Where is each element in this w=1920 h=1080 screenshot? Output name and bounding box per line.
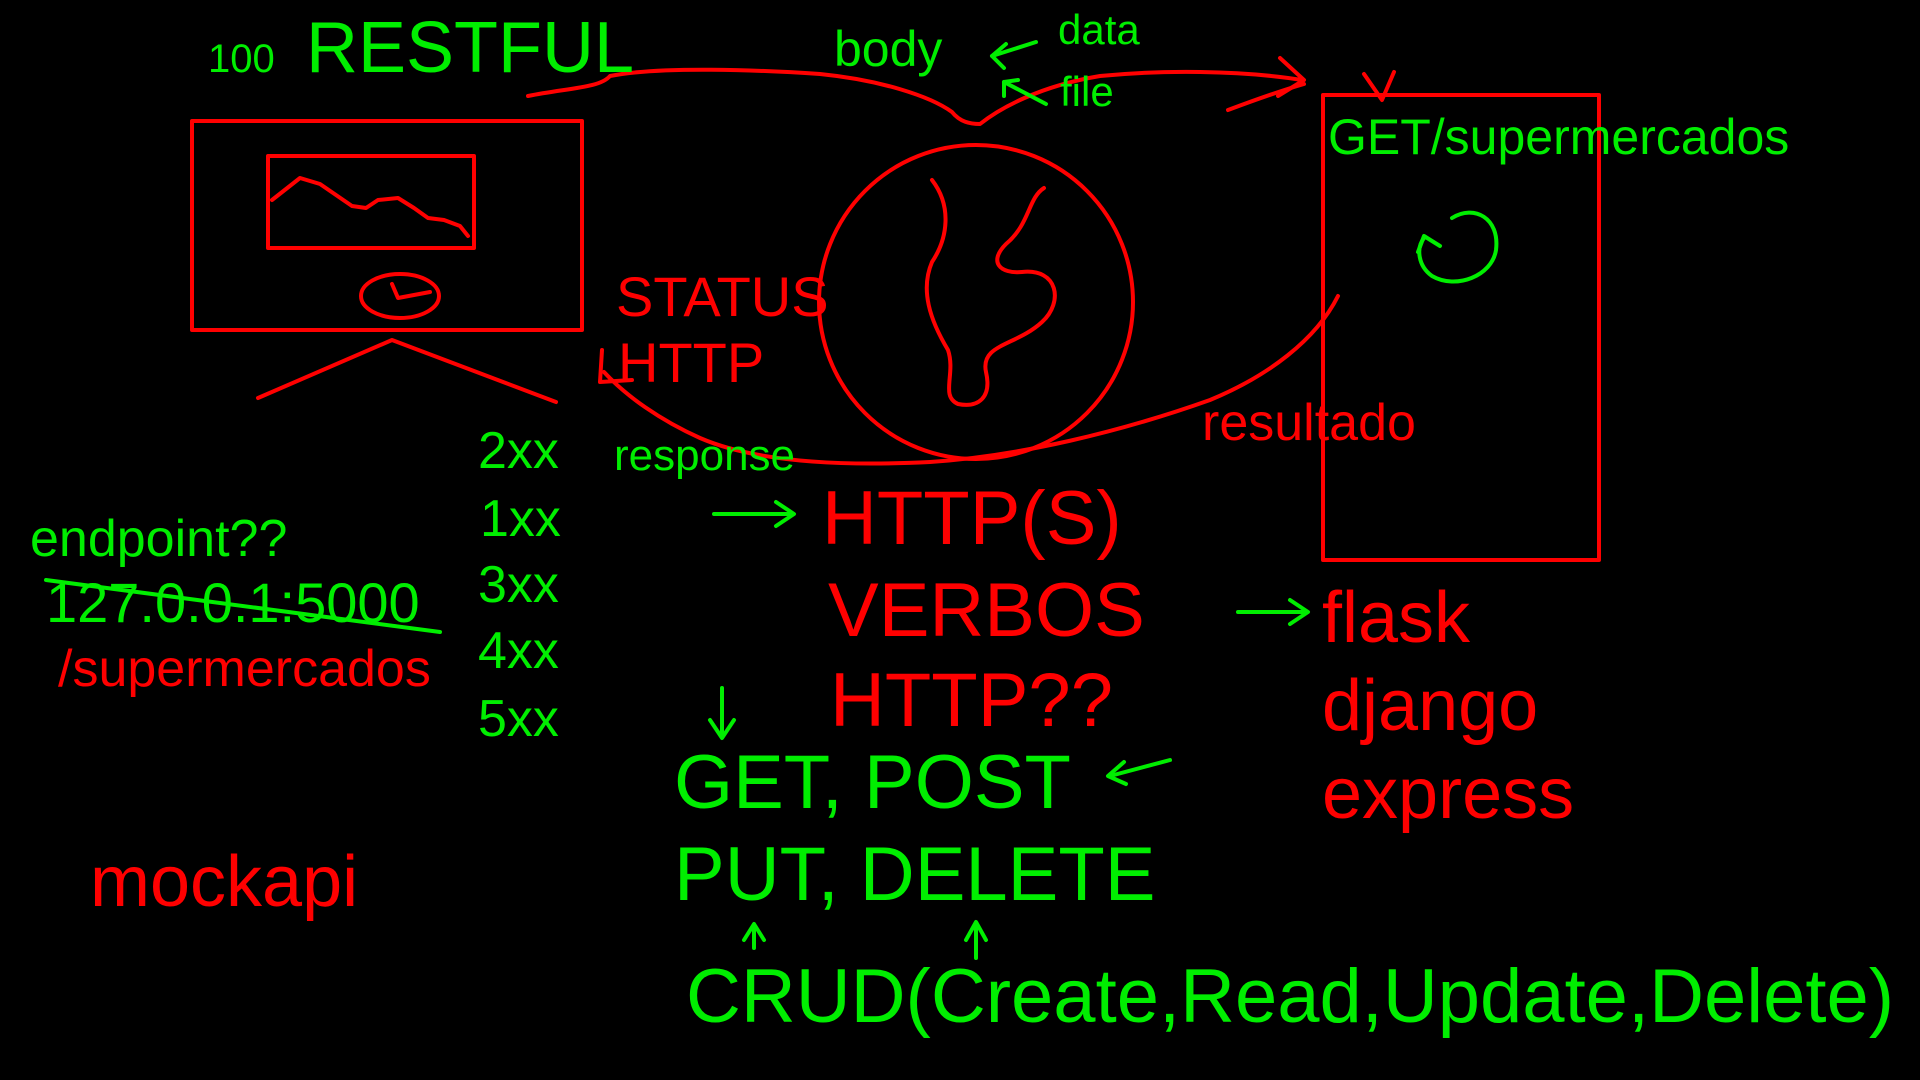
status-label: STATUS: [616, 265, 829, 328]
status-code-item: 5xx: [478, 690, 559, 748]
request-arc-tail: [1226, 82, 1306, 112]
data-arrow: [990, 40, 1038, 58]
post-arrowhead: [1106, 760, 1128, 786]
restful-title: RESTFUL: [306, 8, 634, 88]
status-code-item: 4xx: [478, 622, 559, 680]
get-post-label: GET, POST: [674, 740, 1071, 825]
mockapi-label: mockapi: [90, 842, 358, 922]
file-label: file: [1060, 68, 1114, 115]
status-code-item: 1xx: [480, 490, 561, 548]
globe-icon: [817, 143, 1135, 461]
file-arrow: [1002, 80, 1048, 106]
restful-number: 100: [208, 37, 275, 81]
put-delete-label: PUT, DELETE: [674, 832, 1155, 917]
response-arc: [602, 294, 1340, 466]
data-arrowhead: [990, 42, 1008, 70]
frameworks-arrowhead: [1288, 598, 1310, 626]
crud-up-arrowhead-left: [742, 922, 766, 942]
response-label: response: [614, 431, 795, 480]
framework-item: express: [1322, 754, 1574, 834]
https-arrowhead: [774, 500, 796, 528]
endpoint-label: endpoint??: [30, 510, 287, 568]
framework-item: django: [1322, 666, 1538, 746]
supermercados-path-label: /supermercados: [58, 640, 431, 698]
status-code-item: 3xx: [478, 556, 559, 614]
http-question-label: HTTP??: [830, 658, 1113, 743]
file-arrowhead: [1002, 78, 1020, 98]
framework-item: flask: [1322, 578, 1471, 658]
data-label: data: [1058, 6, 1140, 53]
body-label: body: [834, 21, 942, 77]
framework-list: flask django express: [1322, 578, 1574, 834]
get-supermercados-label: GET/supermercados: [1328, 109, 1789, 165]
resultado-label: resultado: [1202, 394, 1416, 452]
request-arc: [526, 67, 1304, 126]
https-label: HTTP(S): [822, 476, 1122, 561]
verbos-label: VERBOS: [828, 568, 1145, 653]
status-code-item: 2xx: [478, 422, 559, 480]
localhost-label: 127.0.0.1:5000: [46, 571, 420, 634]
response-arrowhead: [598, 348, 634, 384]
server-arrowhead: [1362, 70, 1396, 102]
verbs-down-arrowhead: [708, 718, 736, 740]
request-arrowhead: [1276, 56, 1306, 98]
status-code-list: 2xx 1xx 3xx 4xx 5xx: [478, 422, 561, 748]
http-status-label: HTTP: [618, 331, 764, 394]
refresh-icon: [1416, 210, 1499, 284]
computer-monitor-icon: [190, 119, 584, 404]
crud-up-arrowhead-right: [964, 920, 988, 942]
crud-label: CRUD(Create,Read,Update,Delete): [686, 954, 1894, 1039]
localhost-strikethrough: [44, 578, 442, 634]
post-arrow: [1108, 758, 1172, 778]
server-box-icon: [1321, 93, 1601, 562]
